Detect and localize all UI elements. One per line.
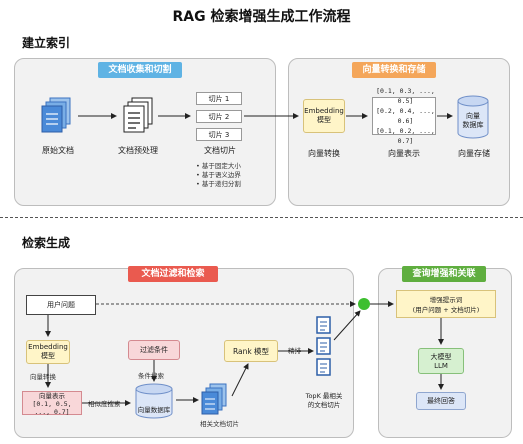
- database-text-line2: 数据库: [462, 121, 484, 129]
- chunk-box-1: 切片 1: [196, 92, 242, 105]
- filter-condition-box: 过滤条件: [128, 340, 180, 360]
- related-docs-icon: [200, 382, 230, 416]
- preprocess-label: 文档预处理: [118, 146, 158, 155]
- vector-representation-box: 向量表示 [0.1, 0.5, ..., 0.7]: [22, 391, 82, 416]
- similarity-search-label: 相似度搜索: [88, 400, 121, 408]
- panel-tag-doc-collection: 文档收集和切割: [98, 62, 182, 78]
- page-title: RAG 检索增强生成工作流程: [172, 9, 351, 25]
- llm-line2: LLM: [434, 362, 448, 370]
- database-text-line1: 向量: [466, 112, 480, 120]
- enhanced-prompt-box: 增强提示词 (用户问题 + 文档切片): [396, 290, 496, 318]
- embedding-model-box: Embedding 模型: [303, 99, 345, 133]
- llm-line1: 大模型: [430, 353, 452, 361]
- topk-label: TopK 最相关 的文档切片: [296, 392, 352, 410]
- vector-storage-label: 向量存储: [458, 149, 490, 158]
- document-stack-icon: [122, 96, 156, 136]
- vector-representation-value: [0.1, 0.5, ..., 0.7]: [32, 400, 72, 416]
- section-divider: [0, 217, 523, 218]
- vector-list-box: [0.1, 0.3, ..., 0.5] [0.2, 0.4, ..., 0.6…: [372, 87, 436, 145]
- chunk-method-3: • 基于递归分割: [196, 180, 241, 188]
- embedding-model-retrieval-line1: Embedding: [28, 343, 68, 351]
- topk-document-icons: [316, 316, 332, 378]
- embedding-model-line2: 模型: [317, 116, 331, 124]
- panel-tag-vector-storage: 向量转换和存储: [352, 62, 436, 78]
- chunk-box-2: 切片 2: [196, 110, 242, 123]
- embedding-label: 向量转换: [308, 149, 340, 158]
- chunk-method-1: • 基于固定大小: [196, 162, 241, 170]
- database-icon: [456, 95, 490, 139]
- vector-db-label: 向量数据库: [137, 406, 171, 414]
- vector-row-3: [0.1, 0.2, ..., 0.7]: [376, 127, 435, 145]
- topk-label-line1: TopK 最相关: [305, 392, 343, 400]
- refine-label: 精排: [288, 347, 301, 355]
- vector-row-2: [0.2, 0.4, ..., 0.6]: [376, 107, 435, 125]
- related-chunks-label: 相关文档切片: [200, 420, 239, 428]
- raw-document-label: 原始文档: [42, 146, 74, 155]
- merge-point-dot: [358, 298, 370, 310]
- llm-box: 大模型 LLM: [418, 348, 464, 374]
- vector-row-1: [0.1, 0.3, ..., 0.5]: [376, 87, 435, 105]
- document-stack-blue-icon: [40, 96, 74, 136]
- database-text: 向量 数据库: [456, 112, 490, 130]
- database-icon-retrieval: [134, 383, 174, 419]
- embedding-model-retrieval-line2: 模型: [41, 352, 55, 360]
- chunk-box-3: 切片 3: [196, 128, 242, 141]
- vector-label: 向量表示: [388, 149, 420, 158]
- chunk-label: 文档切片: [204, 146, 236, 155]
- enhanced-prompt-detail: (用户问题 + 文档切片): [412, 306, 480, 314]
- vector-representation-title: 向量表示: [39, 392, 65, 400]
- embedding-model-box-retrieval: Embedding 模型: [26, 340, 70, 364]
- enhanced-prompt-title: 增强提示词: [429, 296, 463, 304]
- chunk-method-2: • 基于语义边界: [196, 171, 241, 179]
- rank-model-box: Rank 模型: [224, 340, 278, 362]
- section-heading-indexing: 建立索引: [22, 36, 71, 50]
- embedding-model-line1: Embedding: [304, 107, 344, 115]
- final-answer-box: 最终回答: [416, 392, 466, 410]
- user-question-box: 用户问题: [26, 295, 96, 315]
- section-heading-retrieval: 检索生成: [22, 236, 71, 250]
- topk-label-line2: 的文档切片: [307, 401, 341, 409]
- condition-search-label: 条件搜索: [138, 372, 164, 380]
- panel-tag-query-enhance: 查询增强和关联: [402, 266, 486, 282]
- embedding-convert-label: 向量转换: [30, 373, 56, 381]
- panel-tag-doc-filter: 文档过滤和检索: [128, 266, 218, 282]
